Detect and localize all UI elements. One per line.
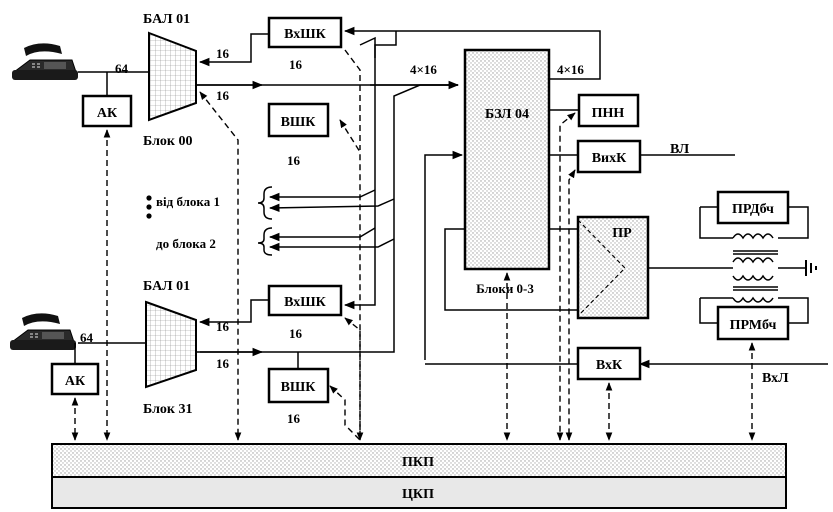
- wire-vxshk-to-bal-bottom: [198, 299, 269, 327]
- vshk-bottom-box: [267, 367, 330, 404]
- telephone-icon-top: [12, 43, 78, 80]
- n4x16-right: 4×16: [557, 62, 584, 77]
- n16-vxshk-bottom: 16: [289, 326, 303, 341]
- pr-label: ПР: [612, 226, 632, 241]
- n16-vshk-bottom: 16: [287, 411, 301, 426]
- ak-bottom-label: АК: [65, 374, 86, 389]
- wire-to-block2-b: [268, 238, 395, 252]
- wire-bus-branch-a: [374, 31, 397, 58]
- vxl-label: ВхЛ: [762, 371, 789, 386]
- wire-vxshk-to-bal-top: [198, 33, 269, 67]
- n16-vshk-top: 16: [287, 153, 301, 168]
- ak-bottom-box: [50, 362, 100, 396]
- n16-top-out: 16: [216, 88, 230, 103]
- ak-top-label: АК: [97, 106, 118, 121]
- ckp-label: ЦКП: [402, 487, 434, 502]
- bzl-label: БЗЛ 04: [485, 107, 529, 122]
- blocks-range-label: Блоки 0-3: [476, 281, 534, 296]
- ckp-bus: ЦКП: [51, 476, 787, 509]
- vxshk-bottom-box: [267, 284, 343, 317]
- bzl-04-block: [463, 48, 551, 271]
- vshk-top-box: [267, 102, 330, 138]
- vshk-bottom-label: ВШК: [281, 380, 317, 395]
- prm-label: ПРМбч: [730, 318, 777, 333]
- vyxk-box: [576, 139, 642, 174]
- ground-icon: [805, 260, 817, 276]
- vxk-label: ВхК: [596, 358, 623, 373]
- n16-bot-out: 16: [216, 356, 230, 371]
- n4x16-left: 4×16: [410, 62, 437, 77]
- vxshk-top-box: [267, 16, 343, 49]
- vxshk-top-label: ВхШК: [284, 27, 327, 42]
- n64-bottom: 64: [80, 330, 94, 345]
- telephone-icon-bottom: [10, 313, 76, 350]
- pkp-bus: ПКП: [51, 443, 787, 478]
- n16-top-in: 16: [216, 46, 230, 61]
- wire-from-block1-b: [268, 198, 395, 213]
- vyxk-label: ВихК: [592, 151, 627, 166]
- pr-splitter-lines: [577, 219, 626, 317]
- block-00-label: Блок 00: [143, 134, 193, 149]
- prd-label: ПРДбч: [732, 202, 774, 217]
- block-31-label: Блок 31: [143, 402, 193, 417]
- bracket-lower: [257, 227, 273, 256]
- wire-to-block2-a: [268, 227, 376, 242]
- transformer-icon: [699, 206, 809, 324]
- n64-top: 64: [115, 61, 129, 76]
- bal-bottom-label: БАЛ 01: [143, 279, 190, 294]
- bal-bottom-block: [145, 300, 197, 389]
- wire-bzl-to-vxshk-top: [343, 26, 601, 80]
- vl-label: ВЛ: [670, 142, 690, 157]
- n16-vxshk-top: 16: [289, 57, 303, 72]
- vshk-top-label: ВШК: [281, 115, 317, 130]
- bal-top-label: БАЛ 01: [143, 12, 190, 27]
- pkp-label: ПКП: [402, 455, 434, 470]
- from-block-label: від блока 1: [156, 194, 220, 209]
- pnn-box: [577, 93, 640, 128]
- wire-trunk-bottom-out: [200, 84, 458, 353]
- bal-top-block: [148, 31, 197, 122]
- ellipsis-dots: [146, 195, 152, 219]
- wire-return-to-bzl: [424, 150, 464, 360]
- control-links: [71, 49, 756, 441]
- bracket-upper: [257, 186, 273, 220]
- wire-pr-loop: [444, 228, 578, 311]
- wire-from-block1-a: [268, 189, 376, 202]
- vxshk-bottom-label: ВхШК: [284, 295, 327, 310]
- to-block-label: до блока 2: [156, 236, 216, 251]
- pnn-label: ПНН: [592, 106, 625, 121]
- n16-bot-in: 16: [216, 319, 230, 334]
